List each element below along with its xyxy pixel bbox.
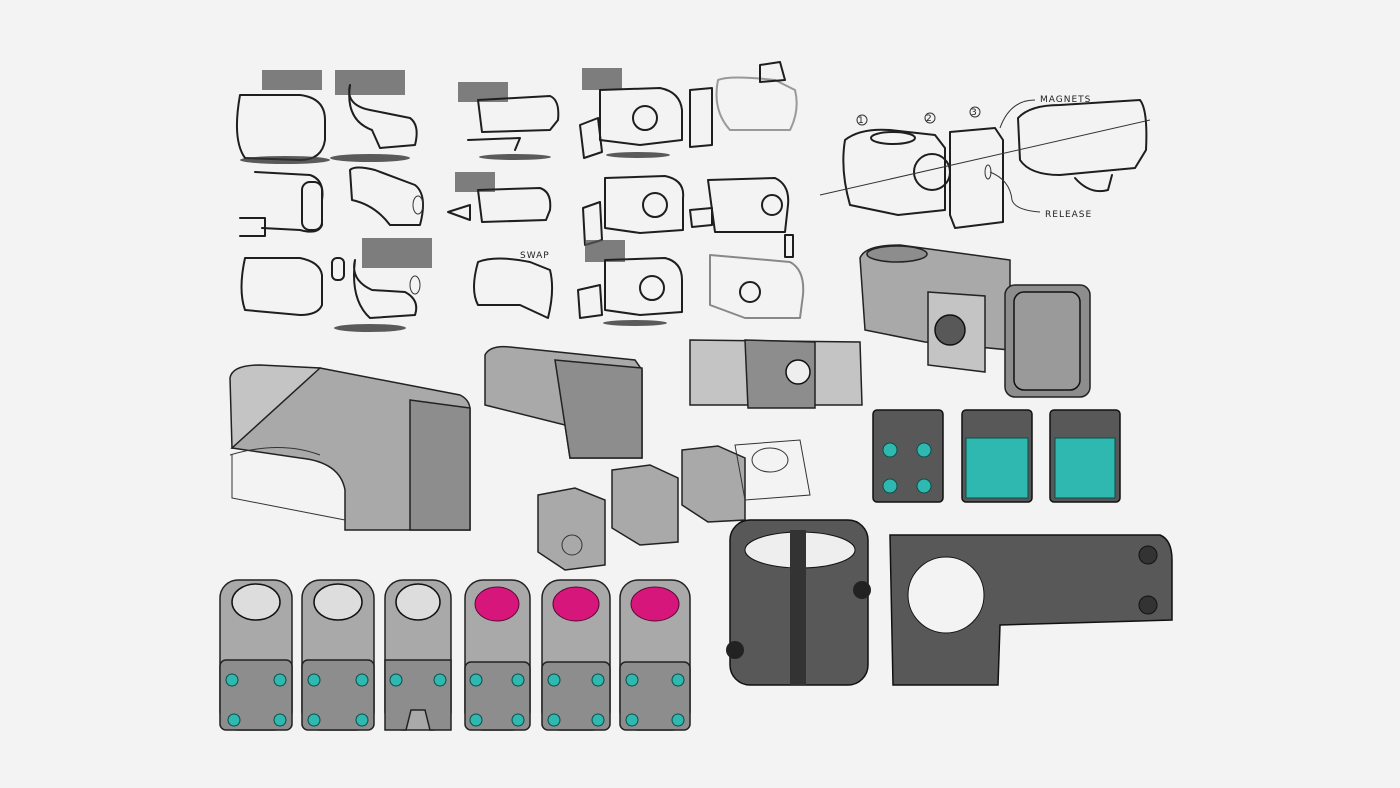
step-1-label: 1 <box>858 116 865 126</box>
annotation-release: RELEASE <box>1045 210 1092 220</box>
stem-variant-4 <box>464 579 531 731</box>
stem-variant-1 <box>219 579 293 731</box>
render-clamp-faces <box>872 409 1121 503</box>
render-large-stem <box>229 364 471 531</box>
sketch-group-middle: SWAP <box>447 61 805 326</box>
stem-variant-6 <box>619 579 691 731</box>
sketch-exploded-view: 1 2 3 MAGNETS RELEASE <box>819 95 1151 229</box>
stem-variant-3 <box>384 579 452 731</box>
render-middle-stems <box>484 339 863 571</box>
annotation-swap: SWAP <box>520 251 550 261</box>
step-3-label: 3 <box>971 108 978 118</box>
stem-variant-2 <box>301 579 375 731</box>
step-2-label: 2 <box>926 114 933 124</box>
render-exploded-stem <box>859 244 1091 398</box>
sketch-group-left <box>236 70 432 332</box>
render-photoreal-stems <box>726 519 1173 686</box>
annotation-magnets: MAGNETS <box>1040 95 1091 105</box>
render-stem-variants <box>219 579 691 731</box>
stem-variant-5 <box>541 579 611 731</box>
